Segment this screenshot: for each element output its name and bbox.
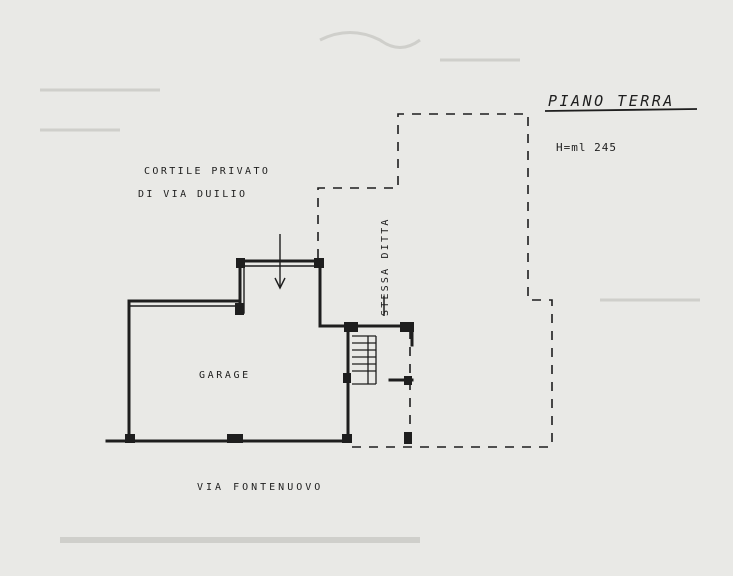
wall-columns <box>125 258 414 444</box>
same-company-label: STESSA DITTA <box>380 217 391 316</box>
ceiling-height-note: H=ml 245 <box>556 141 617 154</box>
dashed-adjacent-outline <box>317 113 553 448</box>
garage-walls <box>105 259 414 443</box>
entrance-arrow <box>274 234 286 290</box>
garage-label: GARAGE <box>199 370 251 381</box>
title-underline <box>544 108 698 112</box>
paper-show-through <box>40 31 700 543</box>
floor-title: PIANO TERRA <box>548 92 675 110</box>
staircase <box>352 335 377 385</box>
street-label: VIA FONTENUOVO <box>197 482 323 493</box>
courtyard-label-line1: CORTILE PRIVATO <box>144 166 270 177</box>
courtyard-label-line2: DI VIA DUILIO <box>138 189 247 200</box>
